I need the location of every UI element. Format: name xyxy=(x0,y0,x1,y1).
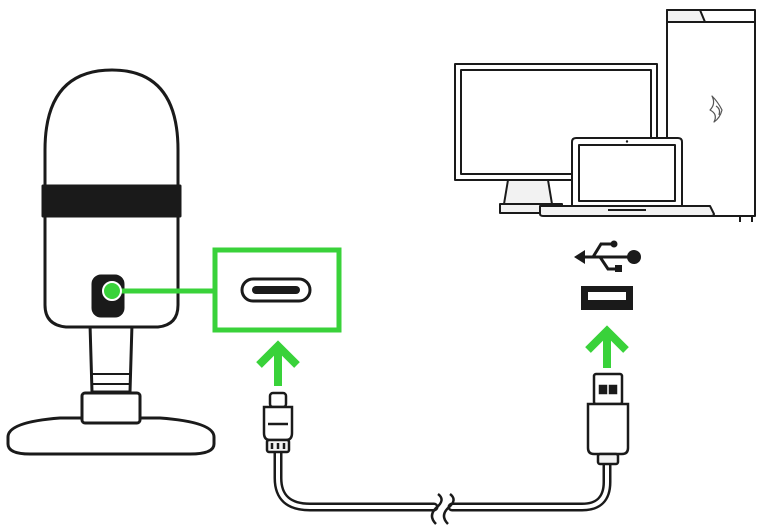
usb-c-port-callout xyxy=(212,247,342,333)
laptop xyxy=(539,137,715,217)
mic-stand-base xyxy=(6,416,216,456)
cable-cord-right xyxy=(447,457,612,512)
mic-band xyxy=(41,184,182,218)
pc-tower xyxy=(666,9,756,222)
mic-stem xyxy=(88,322,134,394)
usb-icon xyxy=(574,240,641,272)
port-highlight-dot xyxy=(102,281,122,301)
usb-a-port xyxy=(581,286,633,310)
usb-a-plug xyxy=(586,372,630,466)
usb-c-plug xyxy=(262,391,294,454)
razer-logo xyxy=(709,95,723,123)
microphone xyxy=(6,68,216,456)
arrow-up-left xyxy=(256,340,300,386)
port-callout-leader xyxy=(102,281,215,301)
host-devices xyxy=(454,9,756,222)
usb-c-to-usb-a-cable xyxy=(262,372,630,525)
monitor xyxy=(454,63,658,214)
cable-cord-left xyxy=(273,447,439,512)
mic-base-collar xyxy=(80,391,142,425)
arrow-up-right xyxy=(585,325,629,368)
cable-break-mark xyxy=(430,493,443,525)
